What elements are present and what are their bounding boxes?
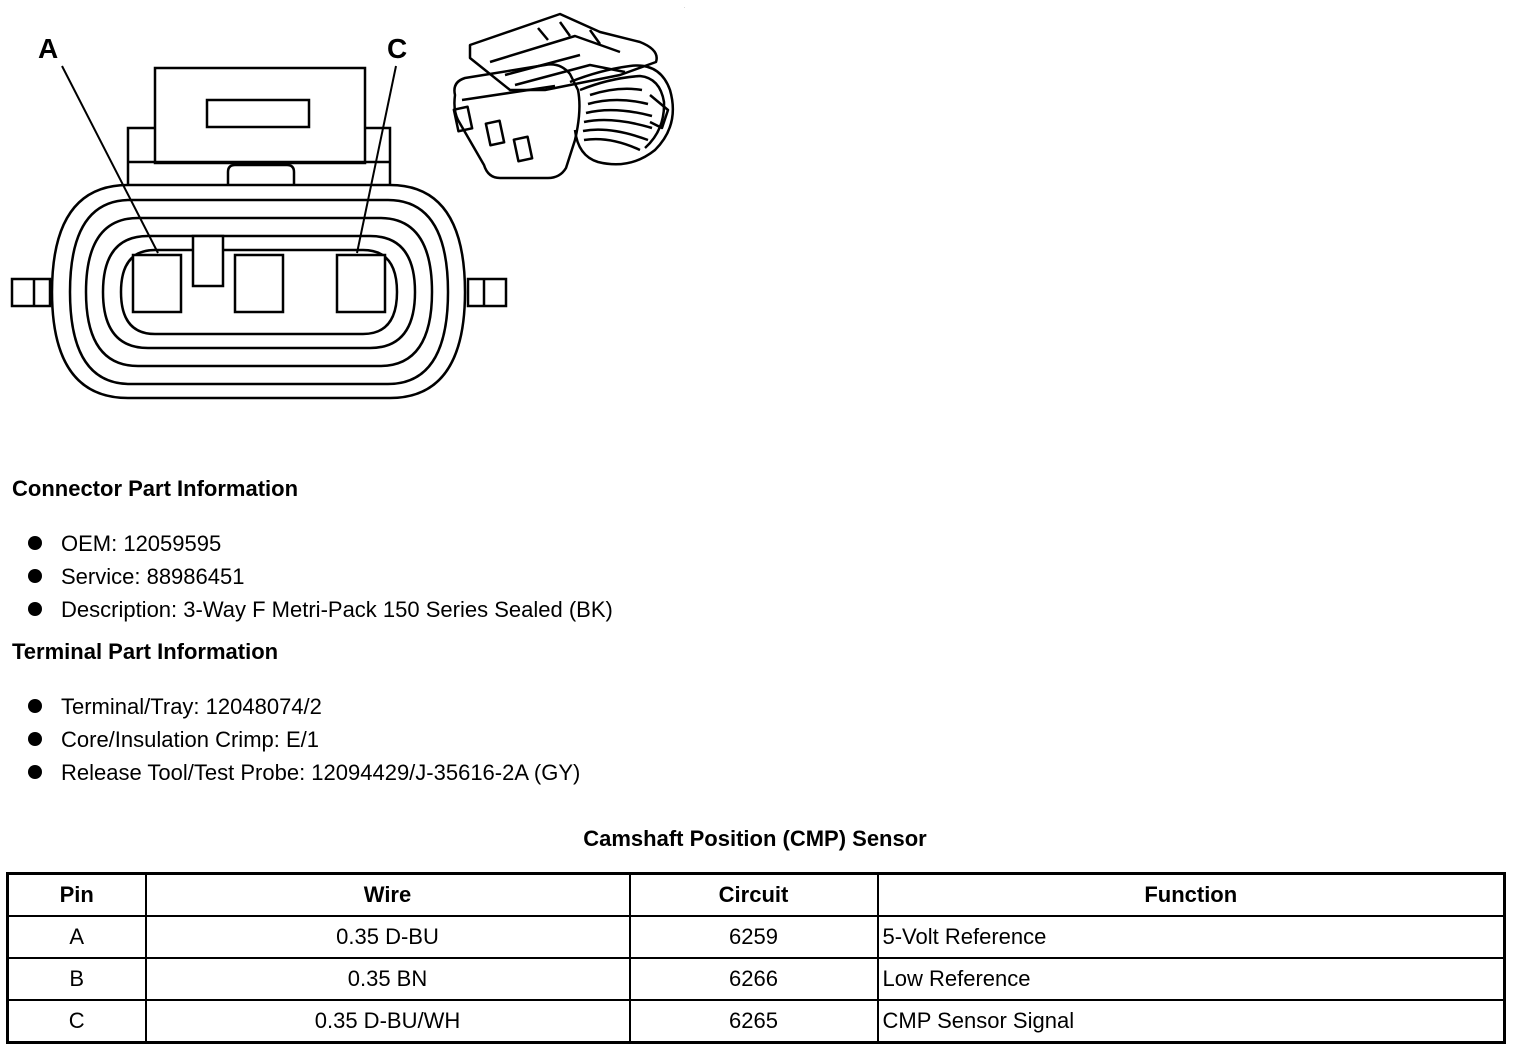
list-item: Description: 3-Way F Metri-Pack 150 Seri…: [28, 593, 613, 626]
table-row: B 0.35 BN 6266 Low Reference: [6, 957, 1506, 1001]
terminal-cavity-c: [335, 253, 387, 314]
connector-diagram: A C .: [10, 4, 685, 400]
terminal-part-list: Terminal/Tray: 12048074/2 Core/Insulatio…: [28, 690, 580, 789]
pin-cell: A: [6, 915, 147, 959]
connector-latch-window: [205, 98, 311, 129]
connector-part-list: OEM: 12059595 Service: 88986451 Descript…: [28, 527, 613, 626]
function-cell: 5-Volt Reference: [876, 915, 1506, 959]
connector-face-seal: [101, 234, 417, 350]
column-header-circuit: Circuit: [628, 872, 879, 917]
list-item: Service: 88986451: [28, 560, 613, 593]
connector-keying-rib: [191, 234, 225, 288]
pin-cell: C: [6, 999, 147, 1044]
bullet-icon: [28, 699, 42, 714]
list-item: Release Tool/Test Probe: 12094429/J-3561…: [28, 756, 580, 789]
svg-text:.: .: [684, 4, 685, 9]
connector-latch-housing: [153, 66, 367, 165]
connector-3d-illustration: [452, 12, 675, 180]
table-title: Camshaft Position (CMP) Sensor: [583, 826, 927, 851]
wire-cell: 0.35 D-BU: [144, 915, 631, 959]
terminal-cavity-a: [131, 253, 183, 314]
bullet-icon: [28, 765, 42, 780]
wire-cell: 0.35 BN: [144, 957, 631, 1001]
function-cell: CMP Sensor Signal: [876, 999, 1506, 1044]
wire-cell: 0.35 D-BU/WH: [144, 999, 631, 1044]
connector-part-heading: Connector Part Information: [12, 476, 299, 501]
terminal-cavity-b: [233, 253, 285, 314]
list-item: Core/Insulation Crimp: E/1: [28, 723, 580, 756]
pin-cell: B: [6, 957, 147, 1001]
column-header-wire: Wire: [144, 872, 631, 917]
leader-line-a: [61, 65, 159, 254]
bullet-icon: [28, 536, 42, 551]
bullet-icon: [28, 732, 42, 747]
pinout-table: Pin Wire Circuit Function A 0.35 D-BU 62…: [6, 872, 1506, 1044]
bullet-icon: [28, 569, 42, 584]
circuit-cell: 6266: [628, 957, 879, 1001]
table-row: C 0.35 D-BU/WH 6265 CMP Sensor Signal: [6, 999, 1506, 1044]
terminal-part-heading: Terminal Part Information: [12, 639, 279, 664]
connector-outer-shell: [50, 183, 467, 400]
column-header-pin: Pin: [6, 872, 147, 917]
leader-line-c: [356, 65, 397, 254]
list-item: OEM: 12059595: [28, 527, 613, 560]
circuit-cell: 6259: [628, 915, 879, 959]
table-header-row: Pin Wire Circuit Function: [6, 872, 1506, 917]
table-row: A 0.35 D-BU 6259 5-Volt Reference: [6, 915, 1506, 959]
pin-label-c: C: [387, 33, 407, 64]
function-cell: Low Reference: [876, 957, 1506, 1001]
column-header-function: Function: [876, 872, 1506, 917]
bullet-icon: [28, 602, 42, 617]
circuit-cell: 6265: [628, 999, 879, 1044]
list-item: Terminal/Tray: 12048074/2: [28, 690, 580, 723]
pin-label-a: A: [38, 33, 58, 64]
